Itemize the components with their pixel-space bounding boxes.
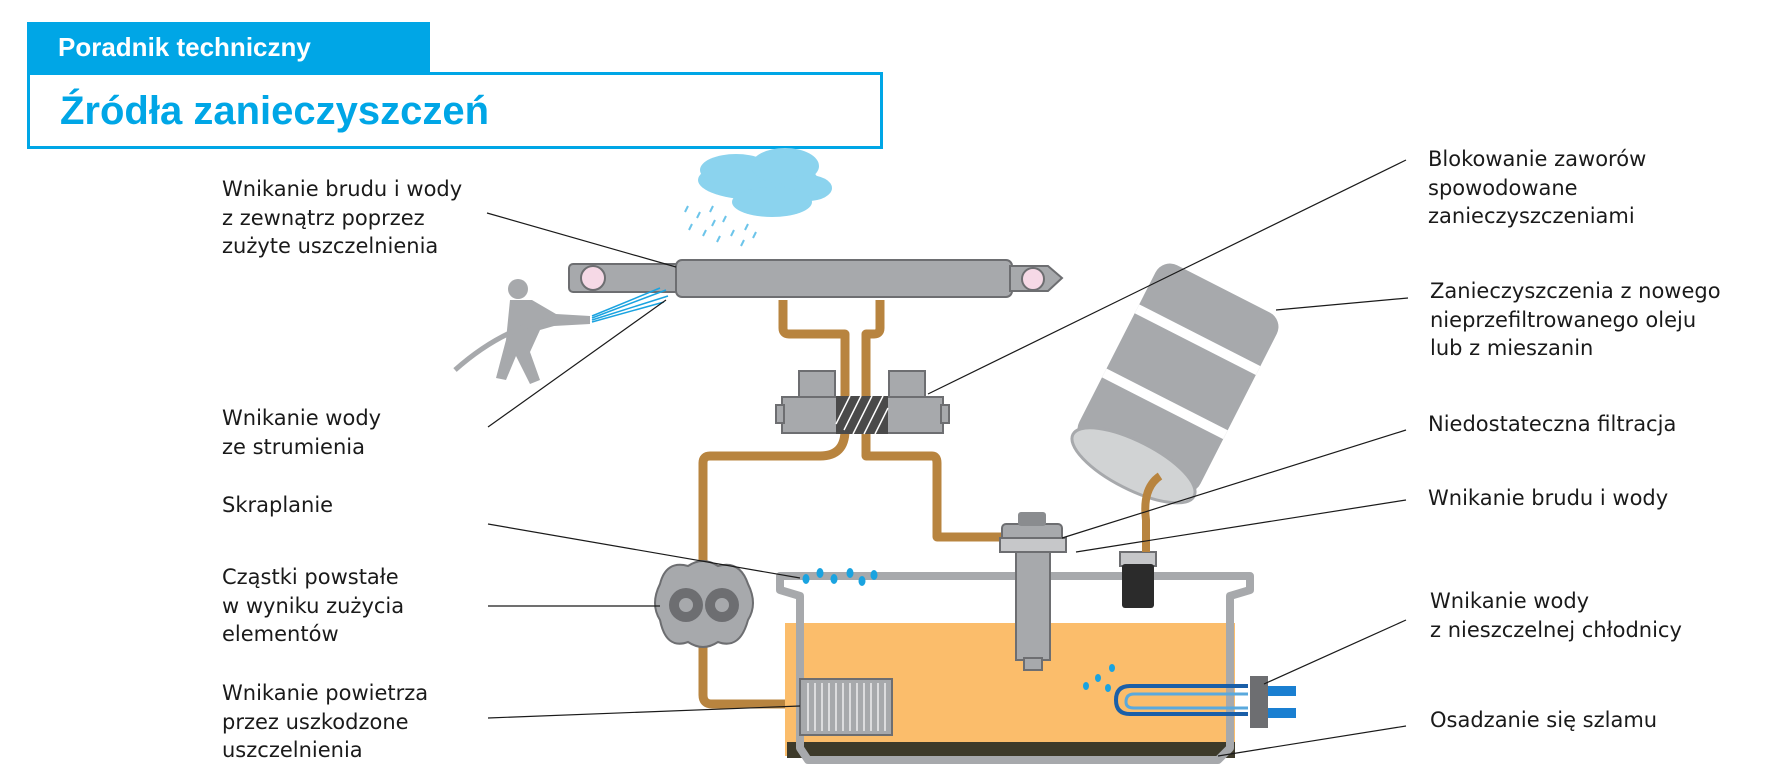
title-box: Źródła zanieczyszczeń [27, 72, 883, 149]
label-dirt-water: Wnikanie brudu i wody [1428, 486, 1669, 510]
water-drops-icon [802, 568, 878, 586]
suction-strainer [799, 678, 893, 736]
label-sludge: Osadzanie się szlamu [1430, 708, 1658, 732]
label-new-oil: Zanieczyszczenia z nowego nieprzefiltrow… [1430, 279, 1721, 360]
label-dirt-water-seals: Wnikanie brudu i wody z zewnątrz poprzez… [222, 177, 463, 258]
oil-drum-icon [1070, 263, 1279, 552]
label-cooler-leak: Wnikanie wody z nieszczelnej chłodnicy [1430, 589, 1682, 642]
label-wear-particles: Cząstki powstałe w wyniku zużycia elemen… [222, 565, 405, 646]
label-insufficient-filtration: Niedostateczna filtracja [1428, 412, 1677, 436]
leader-lines [486, 159, 1409, 757]
gear-pump-icon [654, 560, 754, 648]
label-condensation: Skraplanie [222, 493, 334, 517]
person-with-hose-icon [453, 279, 669, 384]
page-title: Źródła zanieczyszczeń [60, 89, 490, 133]
label-air-ingress: Wnikanie powietrza przez uszkodzone uszc… [222, 681, 429, 762]
hydraulic-cylinder [568, 259, 1064, 298]
directional-valve [775, 370, 950, 435]
cooler-coil [1083, 664, 1296, 728]
rain-cloud-icon [684, 148, 832, 247]
section-tab: Poradnik techniczny [27, 22, 430, 72]
hydraulic-pipes [698, 300, 1010, 709]
breather-filter [1119, 551, 1157, 608]
return-filter [999, 512, 1067, 671]
label-valve-blocking: Blokowanie zaworów spowodowane zanieczys… [1428, 147, 1647, 228]
sludge-layer [787, 742, 1235, 758]
label-water-jet: Wnikanie wody ze strumienia [222, 406, 382, 459]
